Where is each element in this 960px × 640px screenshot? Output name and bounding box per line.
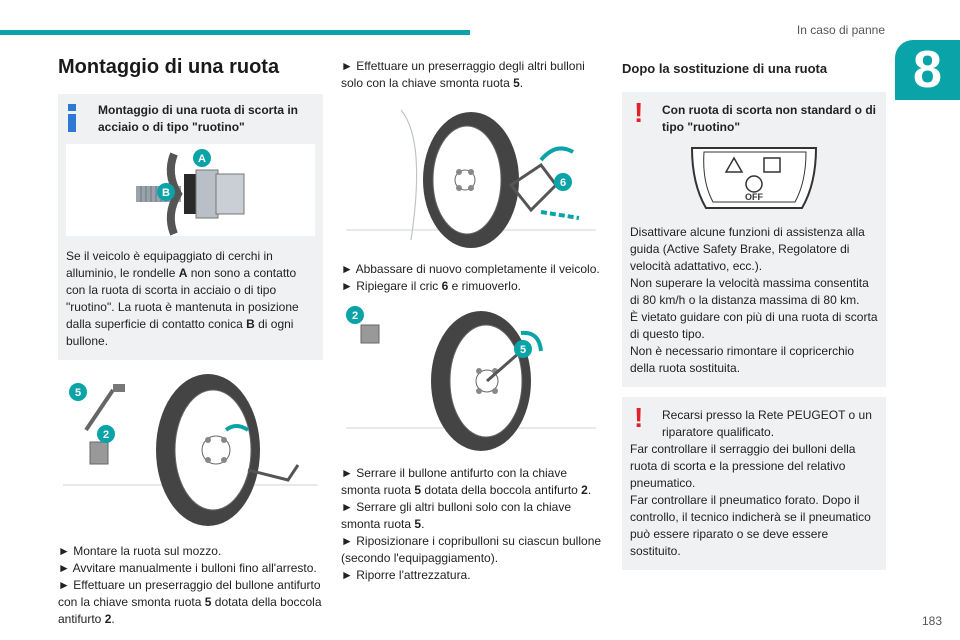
- step-fold-jack: ► Ripiegare il cric 6 e rimuoverlo.: [341, 279, 521, 293]
- wheel-mount-illustration: 5 2: [58, 370, 323, 535]
- figure-label-2: 2: [103, 429, 109, 441]
- chapter-badge: 8: [895, 40, 960, 100]
- step-pretighten-other: ► Effettuare un preserraggio degli altri…: [341, 59, 585, 90]
- step-tighten-antitheft: ► Serrare il bullone antifurto con la ch…: [341, 466, 592, 497]
- service-line-2: Far controllare il pneumatico forato. Do…: [630, 493, 871, 558]
- figure-label-2: 2: [352, 310, 358, 322]
- figure-label-5: 5: [520, 344, 526, 356]
- off-label: OFF: [745, 192, 763, 202]
- info-box-text: Se il veicolo è equipaggiato di cerchi i…: [66, 249, 299, 348]
- info-box-title: Montaggio di una ruota di scorta in acci…: [98, 103, 298, 134]
- warning-triangle-icon: [724, 156, 744, 173]
- info-box: Montaggio di una ruota di scorta in acci…: [58, 94, 323, 360]
- info-icon: [68, 104, 76, 132]
- jack-lowering-illustration: 6: [341, 100, 603, 255]
- final-tighten-illustration: 2 5: [341, 303, 603, 453]
- step-lower-vehicle: ► Abbassare di nuovo completamente il ve…: [341, 262, 600, 276]
- warning-line-2: Non superare la velocità massima consent…: [630, 276, 869, 307]
- warning-icon: !: [634, 97, 644, 128]
- page-number: 183: [921, 614, 942, 628]
- figure-label-a: A: [198, 153, 206, 165]
- warning-box-title: Con ruota di scorta non standard o di ti…: [662, 103, 877, 134]
- warning-box-service: ! Recarsi presso la Rete PEUGEOT o un ri…: [622, 397, 886, 570]
- bolt-washer-illustration: A B: [66, 144, 315, 236]
- column-1: Montaggio di una ruota Montaggio di una …: [58, 54, 323, 628]
- header-accent-bar: [0, 30, 470, 35]
- section-title: In caso di panne: [796, 23, 885, 37]
- figure-label-6: 6: [560, 177, 566, 189]
- step-hand-tighten: ► Avvitare manualmente i bulloni fino al…: [58, 561, 317, 575]
- service-line-1: Far controllare il serraggio dei bulloni…: [630, 442, 856, 490]
- warning-icon: !: [634, 402, 644, 433]
- warning-line-1: Disattivare alcune funzioni di assistenz…: [630, 225, 865, 273]
- figure-label-5: 5: [75, 387, 81, 399]
- column-2: ► Effettuare un preserraggio degli altri…: [341, 58, 603, 584]
- manual-book-icon: [763, 157, 781, 173]
- warning-box-spare: ! Con ruota di scorta non standard o di …: [622, 92, 886, 387]
- step-refit-caps: ► Riposizionare i copribulloni su ciascu…: [341, 534, 602, 565]
- service-first-line: Recarsi presso la Rete PEUGEOT o un ripa…: [662, 408, 872, 439]
- step-mount-wheel: ► Montare la ruota sul mozzo.: [58, 544, 222, 558]
- step-pretighten-antitheft: ► Effettuare un preserraggio del bullone…: [58, 578, 322, 626]
- dashboard-switch-illustration: OFF: [630, 144, 878, 212]
- section-heading: Dopo la sostituzione di una ruota: [622, 61, 828, 76]
- warning-line-4: Non è necessario rimontare il copricerch…: [630, 344, 855, 375]
- step-store-tools: ► Riporre l'attrezzatura.: [341, 568, 471, 582]
- step-tighten-other: ► Serrare gli altri bulloni solo con la …: [341, 500, 572, 531]
- assist-system-icon: [745, 175, 763, 193]
- warning-line-3: È vietato guidare con più di una ruota d…: [630, 310, 878, 341]
- column-3: Dopo la sostituzione di una ruota ! Con …: [622, 54, 886, 580]
- page-title: Montaggio di una ruota: [58, 56, 280, 78]
- figure-label-b: B: [162, 187, 170, 199]
